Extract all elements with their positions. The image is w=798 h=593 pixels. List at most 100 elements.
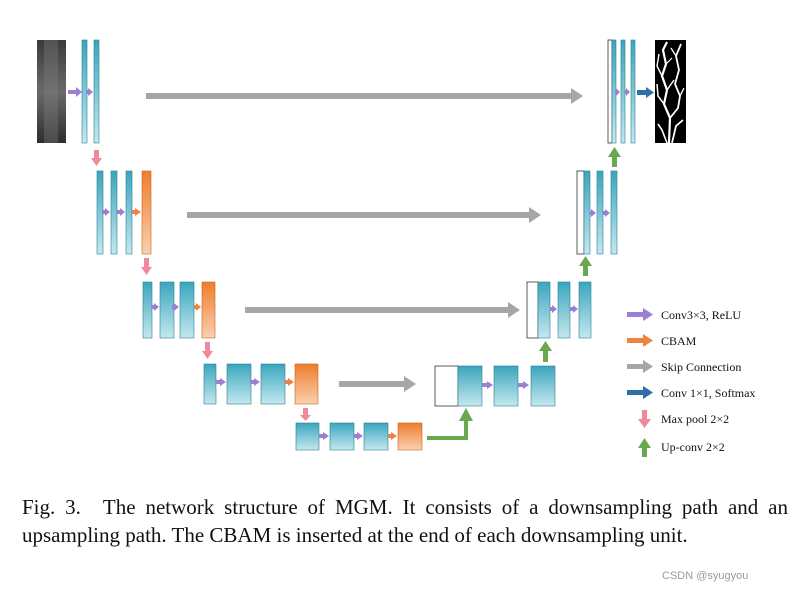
unet-diagram: Conv3×3, ReLU CBAM Skip Connection Conv … [37,39,755,457]
feature-map [578,281,592,339]
conv-arrow [151,303,159,311]
conv-arrow [482,381,493,389]
legend-conv-label: Conv3×3, ReLU [661,308,741,322]
upconv-arrow [427,408,473,440]
maxpool-arrow [300,408,311,421]
skip-connections [146,88,583,392]
legend-maxpool-label: Max pool 2×2 [661,412,729,426]
skip-arrow [146,88,583,104]
figure-caption: Fig. 3.The network structure of MGM. It … [22,493,788,549]
feature-map [142,281,153,339]
skip-arrow [245,302,520,318]
feature-map [93,39,100,144]
feature-map [125,170,133,255]
conv-arrow [117,208,125,216]
feature-map [457,365,483,407]
feature-map [260,363,286,405]
legend-upconv-arrow [642,447,647,457]
cbam-arrow [285,378,294,386]
conv-arrow [603,209,610,217]
feature-map [530,365,556,407]
legend-maxpool-arrow [642,410,647,420]
cbam-arrow [132,208,141,216]
encoder-level-4 [203,363,319,405]
bottleneck [295,422,423,451]
maxpool-arrow [141,258,152,275]
legend-cbam: CBAM [627,334,697,348]
decoder-level-3 [526,281,592,339]
upconv-arrow [579,256,592,276]
legend-skip-arrow [627,364,644,369]
feature-map [295,422,320,451]
conv-arrow [319,432,329,440]
conv-arrow [625,88,630,96]
cbam-block [294,363,319,405]
conv-arrow [354,432,363,440]
feature-map [583,170,591,255]
concat-map [576,170,585,255]
legend-upconv: Up-conv 2×2 [638,438,725,457]
conv-arrow [615,88,620,96]
feature-map [203,363,217,405]
legend-upconv-label: Up-conv 2×2 [661,440,725,454]
input-image [37,40,66,143]
maxpool-arrows [91,150,311,421]
conv-arrow [518,381,529,389]
conv-arrows [68,87,630,440]
legend-conv1x1-label: Conv 1×1, Softmax [661,386,755,400]
conv-arrow [590,209,596,217]
feature-map [596,170,604,255]
feature-map [226,363,252,405]
upconv-arrows [427,147,621,440]
feature-map [179,281,195,339]
conv-arrow [570,305,578,313]
conv-arrow [251,378,260,386]
feature-map [620,39,626,144]
watermark: CSDN @syugyou [662,570,749,582]
decoder-level-1 [607,39,636,144]
upconv-arrow [608,147,621,167]
caption-text: The network structure of MGM. It consist… [22,495,789,547]
legend-conv: Conv3×3, ReLU [627,308,741,322]
cbam-arrow [388,432,397,440]
concat-map [526,281,539,339]
conv-arrow [102,208,110,216]
encoder-level-3 [142,281,216,339]
feature-map [537,281,551,339]
skip-arrow [187,207,541,223]
cbam-arrow [194,303,201,311]
feature-map [493,365,519,407]
legend-cbam-arrow [627,338,644,343]
figure-label: Fig. 3. [22,495,81,519]
legend-cbam-label: CBAM [661,334,697,348]
conv-arrow [550,305,557,313]
legend-conv-arrow [627,312,644,317]
decoder-level-2 [576,170,618,255]
encoder-level-2 [96,170,152,255]
skip-arrow [339,376,416,392]
decoder-level-4 [434,365,556,407]
maxpool-arrow [202,342,213,359]
feature-map [329,422,355,451]
legend-maxpool: Max pool 2×2 [638,410,729,428]
conv-arrow [216,378,226,386]
conv-arrow [86,88,93,96]
feature-map [630,39,636,144]
conv-arrow [172,303,179,311]
conv-arrow [68,87,82,97]
legend: Conv3×3, ReLU CBAM Skip Connection Conv … [627,308,755,457]
legend-conv1x1-arrow [627,390,644,395]
upconv-arrow [539,341,552,362]
concat-map [607,39,613,144]
conv1x1-arrow [637,87,654,98]
feature-map [610,170,618,255]
feature-map [110,170,118,255]
feature-map [363,422,389,451]
maxpool-arrow [91,150,102,166]
legend-skip-label: Skip Connection [661,360,741,374]
output-segmentation [655,40,686,144]
legend-skip: Skip Connection [627,360,741,374]
cbam-block [397,422,423,451]
cbam-block [201,281,216,339]
feature-map [159,281,175,339]
